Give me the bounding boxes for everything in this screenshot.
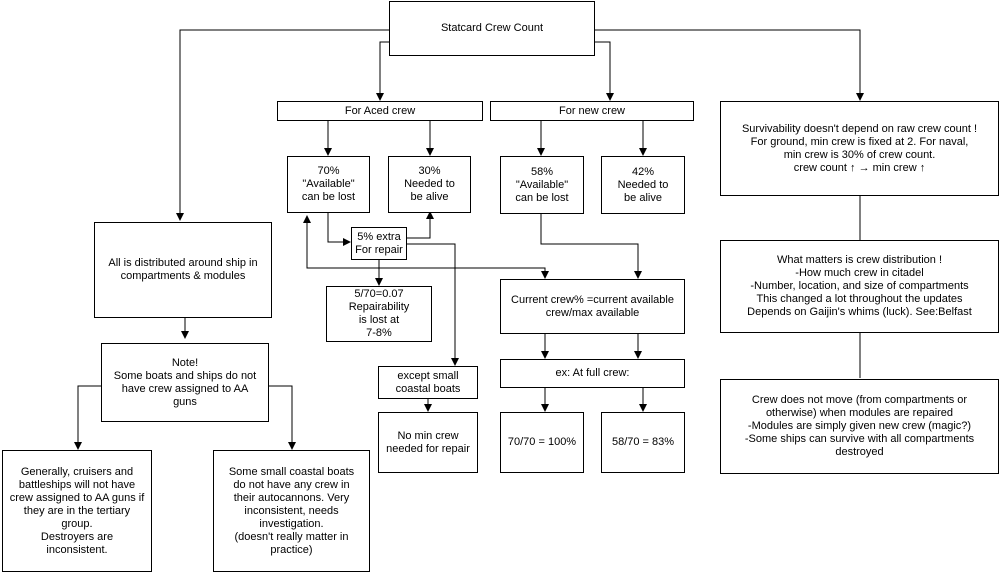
- node-current-crew: Current crew% =current available crew/ma…: [500, 279, 685, 334]
- node-full-crew: ex: At full crew:: [500, 359, 685, 388]
- edge-available-extra: [327, 212, 351, 246]
- node-survivability: Survivability doesn't depend on raw crew…: [720, 101, 999, 196]
- node-extra-repair: 5% extra For repair: [351, 227, 407, 260]
- node-root: Statcard Crew Count: [389, 1, 595, 56]
- node-note: Note! Some boats and ships do not have c…: [101, 343, 269, 422]
- node-coastal: Some small coastal boats do not have any…: [213, 450, 370, 572]
- edge-root-aced: [376, 41, 389, 101]
- edge-extra-current: [379, 267, 549, 279]
- edge-extra-needed: [407, 211, 434, 239]
- node-except-small: except small coastal boats: [378, 366, 478, 399]
- node-distribution: What matters is crew distribution ! -How…: [720, 240, 999, 333]
- node-distributed: All is distributed around ship in compar…: [94, 222, 272, 318]
- node-aced-available: 70% "Available" can be lost: [287, 156, 370, 213]
- node-crew-not-move: Crew does not move (from compartments or…: [720, 379, 999, 474]
- node-no-min-crew: No min crew needed for repair: [378, 412, 478, 473]
- node-new-needed: 42% Needed to be alive: [601, 156, 685, 214]
- edge-root-new: [595, 41, 614, 101]
- node-full-new: 58/70 = 83%: [601, 412, 685, 473]
- edge-extra-except: [407, 243, 459, 366]
- node-cruisers: Generally, cruisers and battleships will…: [2, 450, 152, 572]
- edge-root-distributed: [176, 29, 389, 221]
- node-aced-needed: 30% Needed to be alive: [388, 156, 471, 213]
- node-repairability: 5/70=0.07 Repairability is lost at 7-8%: [326, 286, 432, 342]
- node-new-crew: For new crew: [490, 101, 694, 121]
- edge-root-survivability: [595, 29, 864, 101]
- node-new-available: 58% "Available" can be lost: [500, 156, 584, 214]
- edge-note-cruisers: [74, 385, 101, 450]
- edge-newavail-current: [540, 214, 642, 279]
- edge-note-coastal: [269, 385, 296, 450]
- node-aced-crew: For Aced crew: [277, 101, 483, 121]
- node-full-aced: 70/70 = 100%: [500, 412, 584, 473]
